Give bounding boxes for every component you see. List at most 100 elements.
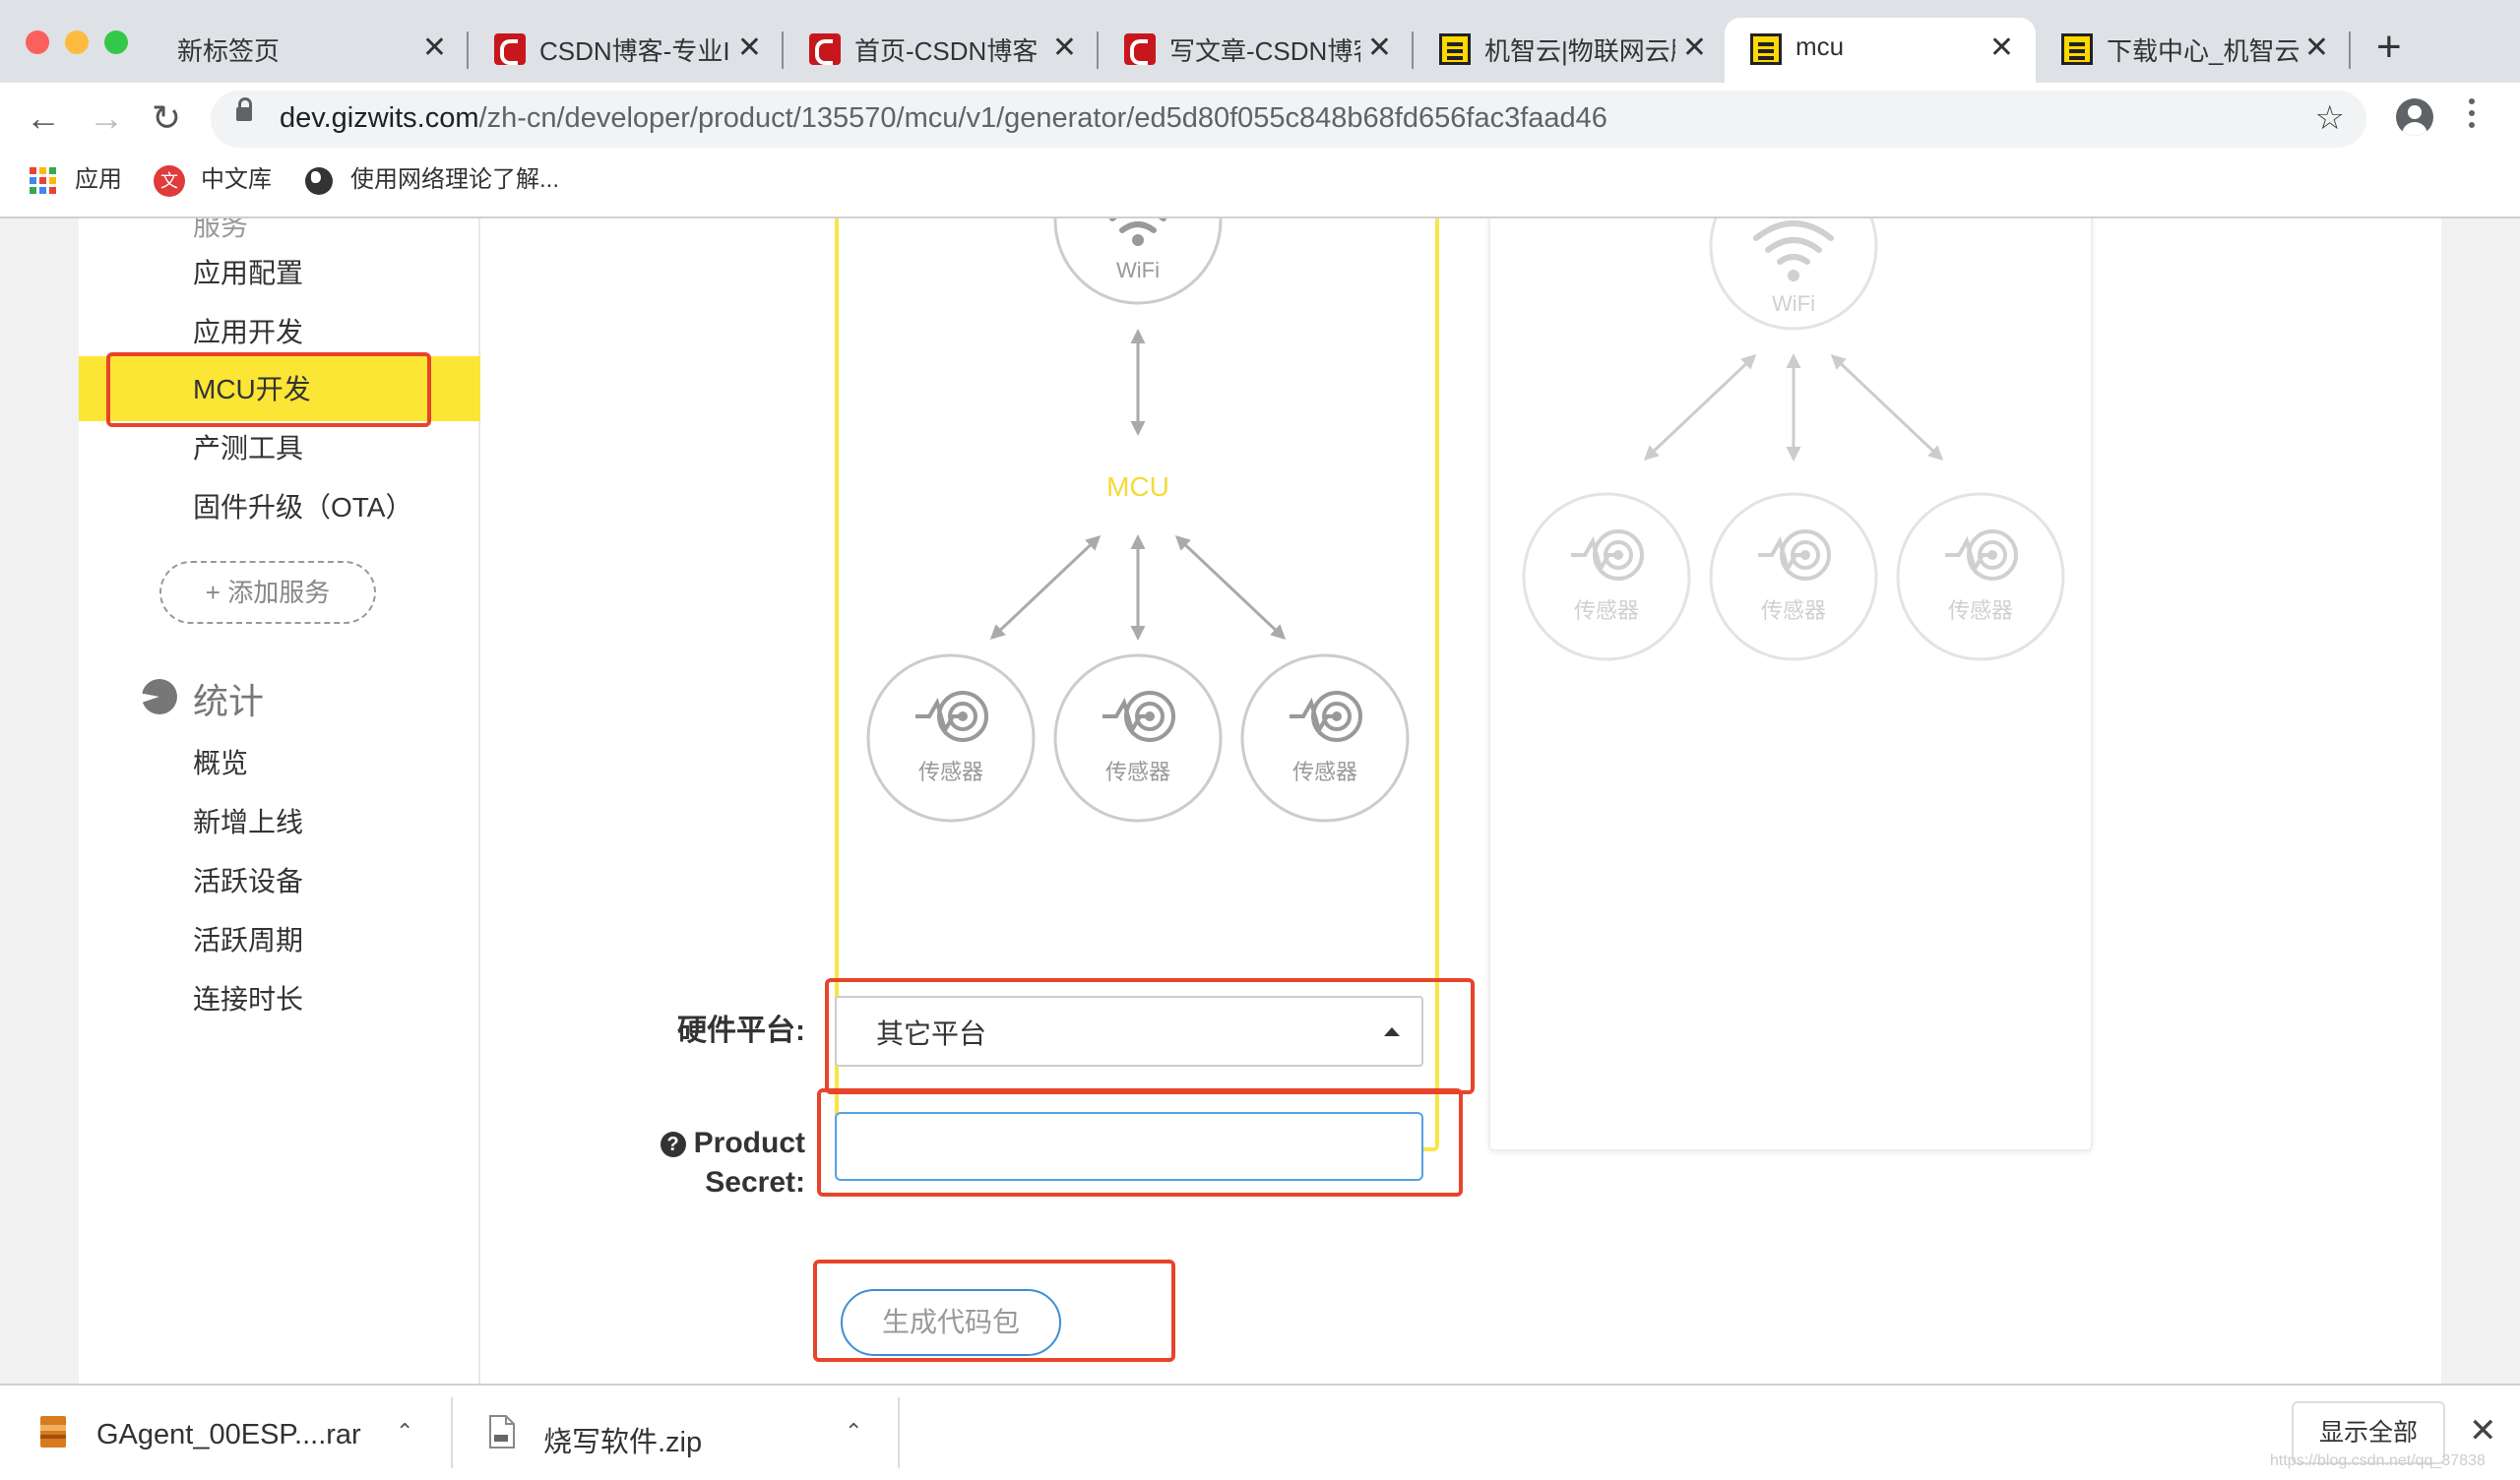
help-icon[interactable]: ? — [660, 1132, 686, 1157]
tab-new-tab[interactable]: 新标签页 ✕ — [154, 18, 469, 83]
platform-select-value: 其它平台 — [876, 1018, 987, 1049]
close-icon[interactable]: ✕ — [2469, 1412, 2497, 1449]
sidebar-section-stats: 统计 — [193, 681, 265, 721]
pie-chart-icon — [142, 679, 177, 714]
sidebar-item-production-test[interactable]: 产测工具 — [193, 433, 304, 463]
sensor-node: 传感器 — [1522, 492, 1691, 661]
bookmarks-bar — [0, 155, 2520, 218]
sidebar-item-connection-time[interactable]: 连接时长 — [193, 984, 304, 1015]
tab-close-icon[interactable]: ✕ — [736, 31, 762, 64]
sensor-node: 传感器 — [1053, 653, 1223, 823]
tab-separator — [782, 31, 784, 69]
tab-title: 写文章-CSDN博客 — [1169, 36, 1360, 66]
sidebar-item-ota[interactable]: 固件升级（OTA） — [193, 492, 413, 523]
watermark-text: https://blog.csdn.net/qq_37838 — [2270, 1452, 2486, 1469]
page-content: 服务 应用配置 应用开发 MCU开发 产测工具 固件升级（OTA） + 添加服务… — [0, 218, 2520, 1384]
tab-title: 首页-CSDN博客 — [854, 36, 1039, 66]
bookmark-network-theory[interactable]: 使用网络理论了解... — [350, 166, 560, 193]
highlight-box-mcu — [106, 352, 431, 427]
download-item[interactable]: 烧写软件.zip ⌃ — [453, 1386, 896, 1480]
sidebar-item-overview[interactable]: 概览 — [193, 748, 249, 778]
window-close-button[interactable] — [26, 31, 49, 54]
tab-separator — [1097, 31, 1099, 69]
sidebar-item-active-period[interactable]: 活跃周期 — [193, 925, 304, 956]
tab-title: mcu — [1796, 31, 1845, 61]
highlight-box-generate — [813, 1260, 1175, 1362]
product-secret-label-line1: Product — [693, 1127, 805, 1159]
tab-close-icon[interactable]: ✕ — [1366, 31, 1392, 64]
rar-file-icon — [40, 1416, 66, 1448]
gizwits-icon — [1750, 33, 1782, 65]
sensor-icon — [1945, 529, 2018, 581]
sidebar-section-services: 服务 — [193, 218, 249, 241]
wifi-label: WiFi — [1116, 258, 1160, 282]
tab-separator — [467, 31, 469, 69]
download-separator — [898, 1397, 900, 1468]
url-field[interactable]: dev.gizwits.com/zh-cn/developer/product/… — [211, 91, 2366, 148]
window-minimize-button[interactable] — [65, 31, 89, 54]
mcu-diagram: WiFi MCU 传感器 传感器 — [866, 218, 1410, 823]
apps-grid-icon[interactable] — [30, 167, 56, 194]
forward-arrow-icon[interactable]: → — [89, 97, 124, 138]
download-item[interactable]: GAgent_00ESP....rar ⌃ — [0, 1386, 449, 1480]
sensor-label: 传感器 — [1105, 760, 1170, 784]
tab-gizwits-home[interactable]: 机智云|物联网云服 ✕ — [1414, 18, 1729, 83]
mcu-label: MCU — [1106, 471, 1169, 502]
sensor-label: 传感器 — [1761, 598, 1826, 623]
platform-select[interactable]: 其它平台 — [835, 996, 1423, 1067]
tab-close-icon[interactable]: ✕ — [1988, 31, 2014, 64]
tab-close-icon[interactable]: ✕ — [421, 31, 447, 64]
sidebar-item-mcu-dev[interactable]: MCU开发 — [193, 374, 311, 404]
download-shelf: GAgent_00ESP....rar ⌃ 烧写软件.zip ⌃ 显示全部 ✕ — [0, 1384, 2520, 1480]
tab-close-icon[interactable]: ✕ — [1051, 31, 1077, 64]
wifi-icon — [1753, 220, 1834, 265]
show-all-button[interactable]: 显示全部 — [2292, 1401, 2445, 1464]
tab-title: 下载中心_机智云 — [2107, 36, 2300, 66]
new-tab-button[interactable]: + — [2376, 23, 2402, 71]
csdn-icon — [1124, 33, 1156, 65]
sensor-icon — [1290, 691, 1362, 742]
tab-separator — [2349, 31, 2351, 69]
sidebar-item-active-devices[interactable]: 活跃设备 — [193, 866, 304, 896]
bookmark-apps[interactable]: 应用 — [75, 166, 122, 193]
globe-icon — [305, 167, 333, 195]
tab-close-icon[interactable]: ✕ — [2303, 31, 2329, 64]
tab-download-center[interactable]: 下载中心_机智云 ✕ — [2036, 18, 2351, 83]
profile-avatar-icon[interactable] — [2396, 98, 2433, 136]
sensor-node: 传感器 — [1240, 653, 1410, 823]
tab-csdn-home[interactable]: 首页-CSDN博客 ✕ — [784, 18, 1099, 83]
reload-icon[interactable]: ↻ — [152, 97, 182, 138]
product-secret-label: ?Product Secret: — [551, 1124, 805, 1202]
tab-mcu[interactable]: mcu ✕ — [1725, 18, 2036, 83]
window-zoom-button[interactable] — [104, 31, 128, 54]
chevron-up-icon[interactable]: ⌃ — [845, 1419, 863, 1444]
tab-title: 机智云|物联网云服 — [1484, 36, 1675, 66]
sidebar-item-app-dev[interactable]: 应用开发 — [193, 317, 304, 347]
page-margin — [2441, 218, 2520, 1384]
sidebar-item-app-config[interactable]: 应用配置 — [193, 258, 304, 288]
chevron-up-icon[interactable]: ⌃ — [396, 1419, 414, 1444]
menu-kebab-icon[interactable] — [2469, 98, 2475, 136]
tab-csdn-write[interactable]: 写文章-CSDN博客 ✕ — [1099, 18, 1414, 83]
sensor-label: 传感器 — [1292, 760, 1357, 784]
add-service-button[interactable]: + 添加服务 — [159, 561, 376, 624]
url-host: dev.gizwits.com — [280, 102, 479, 134]
back-arrow-icon[interactable]: ← — [26, 97, 61, 138]
bookmark-star-icon[interactable]: ☆ — [2314, 99, 2345, 137]
sensor-node: 传感器 — [1709, 492, 1878, 661]
caret-up-icon — [1384, 1027, 1400, 1036]
gizwits-icon — [2061, 33, 2093, 65]
tab-title: CSDN博客-专业IT — [539, 36, 730, 66]
generate-code-button[interactable]: 生成代码包 — [841, 1289, 1061, 1356]
product-secret-input[interactable] — [835, 1112, 1423, 1181]
sidebar-active-highlight — [79, 356, 480, 421]
tab-close-icon[interactable]: ✕ — [1681, 31, 1707, 64]
url-path: /zh-cn/developer/product/135570/mcu/v1/g… — [478, 102, 1607, 134]
tab-csdn-blog[interactable]: CSDN博客-专业IT ✕ — [469, 18, 784, 83]
sidebar-item-new-online[interactable]: 新增上线 — [193, 807, 304, 837]
download-file-name: GAgent_00ESP....rar — [96, 1419, 361, 1450]
sensor-node: 传感器 — [1896, 492, 2065, 661]
lock-icon — [236, 97, 252, 121]
bookmark-zhongwenku[interactable]: 中文库 — [201, 166, 272, 193]
zip-file-icon — [489, 1415, 515, 1449]
